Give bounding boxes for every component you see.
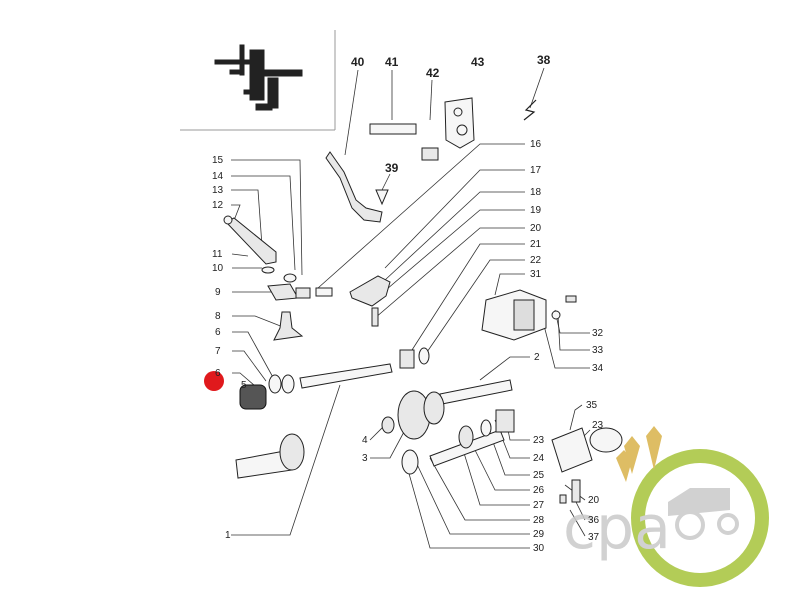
part-43-bracket [444, 97, 475, 149]
callout-5: 5 [241, 380, 247, 391]
callout-39: 39 [385, 161, 399, 175]
callout-20b: 20 [588, 495, 600, 506]
callout-37: 37 [588, 532, 600, 543]
part-9-rod [267, 283, 299, 301]
callout-3: 3 [362, 453, 368, 464]
callout-10: 10 [212, 263, 224, 274]
callout-9: 9 [215, 287, 221, 298]
callout-6a: 6 [215, 327, 221, 338]
callout-41: 41 [385, 55, 399, 69]
callout-8: 8 [215, 311, 221, 322]
part-1-gear [279, 433, 305, 471]
callout-21: 21 [530, 239, 542, 250]
callout-18: 18 [530, 187, 542, 198]
callout-22: 22 [530, 255, 542, 266]
part-12-knob [223, 215, 233, 225]
callout-14: 14 [212, 171, 224, 182]
callout-11: 11 [212, 249, 223, 260]
part-22-ring [418, 347, 430, 365]
logo-text: cpa [563, 493, 671, 563]
part-24-bracket [495, 409, 515, 433]
callout-7: 7 [215, 346, 221, 357]
part-10-washer [261, 266, 275, 274]
part-6-ring [281, 374, 295, 394]
callout-16: 16 [530, 139, 542, 150]
part-32-bolt [565, 295, 577, 303]
callout-31: 31 [530, 269, 542, 280]
callout-17: 17 [530, 165, 542, 176]
callout-42: 42 [426, 66, 440, 80]
cpa-watermark-logo: cpa [563, 426, 769, 587]
callout-40: 40 [351, 55, 365, 69]
inset-reference-sketch [180, 30, 336, 131]
callout-6b: 6 [215, 368, 221, 379]
part-35-flange [551, 427, 593, 473]
callout-24: 24 [533, 453, 545, 464]
part-2-shaft [439, 379, 513, 405]
callout-33: 33 [592, 345, 604, 356]
part-29-ring [401, 449, 419, 475]
callout-23a: 23 [533, 435, 545, 446]
part-38-spring [523, 99, 537, 121]
part-14-ring [283, 273, 297, 283]
part-main-shaft [299, 363, 393, 389]
part-20-bolt [371, 307, 379, 327]
callout-28: 28 [533, 515, 545, 526]
callout-19: 19 [530, 205, 542, 216]
logo-wheat-icon [616, 426, 662, 482]
parts [223, 97, 623, 504]
callout-20a: 20 [530, 223, 542, 234]
part-13-arm [225, 217, 277, 265]
callout-35: 35 [586, 400, 598, 411]
part-8-bracket [273, 311, 304, 341]
callout-29: 29 [533, 529, 545, 540]
callout-12: 12 [212, 200, 224, 211]
part-36-bolt [571, 479, 581, 503]
part-37-bolt [559, 494, 567, 504]
callout-2: 2 [534, 352, 540, 363]
part-7-ring [268, 374, 282, 394]
callout-38: 38 [537, 53, 551, 67]
part-18-fork [349, 275, 391, 307]
highlight-marker [204, 371, 224, 391]
logo-ring [631, 449, 769, 587]
callout-32: 32 [592, 328, 604, 339]
part-41-plate [369, 123, 417, 135]
callout-36: 36 [588, 515, 600, 526]
part-40-lever [325, 151, 383, 223]
callout-15: 15 [212, 155, 224, 166]
callout-23b: 23 [592, 420, 604, 431]
callout-25: 25 [533, 470, 545, 481]
logo-tractor-icon [668, 488, 730, 516]
callout-34: 34 [592, 363, 604, 374]
part-15-spring [295, 287, 311, 299]
part-5-sleeve [239, 384, 267, 410]
part-25-ring [480, 419, 492, 437]
part-23-cap [589, 427, 623, 453]
part-21-bearing [399, 349, 415, 369]
part-16-pin [315, 287, 333, 297]
callout-43: 43 [471, 55, 485, 69]
part-42-block [421, 147, 439, 161]
callout-4: 4 [362, 435, 368, 446]
callout-30: 30 [533, 543, 545, 554]
part-39-pin [375, 189, 389, 206]
callout-1: 1 [225, 530, 231, 541]
callout-labels: 15 14 13 12 11 10 9 8 6 7 6 1 40 41 42 4… [212, 53, 604, 554]
callout-27: 27 [533, 500, 545, 511]
part-26-bearing [458, 425, 474, 449]
leader-lines [231, 67, 591, 549]
callout-26: 26 [533, 485, 545, 496]
part-4-nut [381, 416, 395, 434]
part-33-washer [551, 310, 561, 320]
callout-13: 13 [212, 185, 224, 196]
